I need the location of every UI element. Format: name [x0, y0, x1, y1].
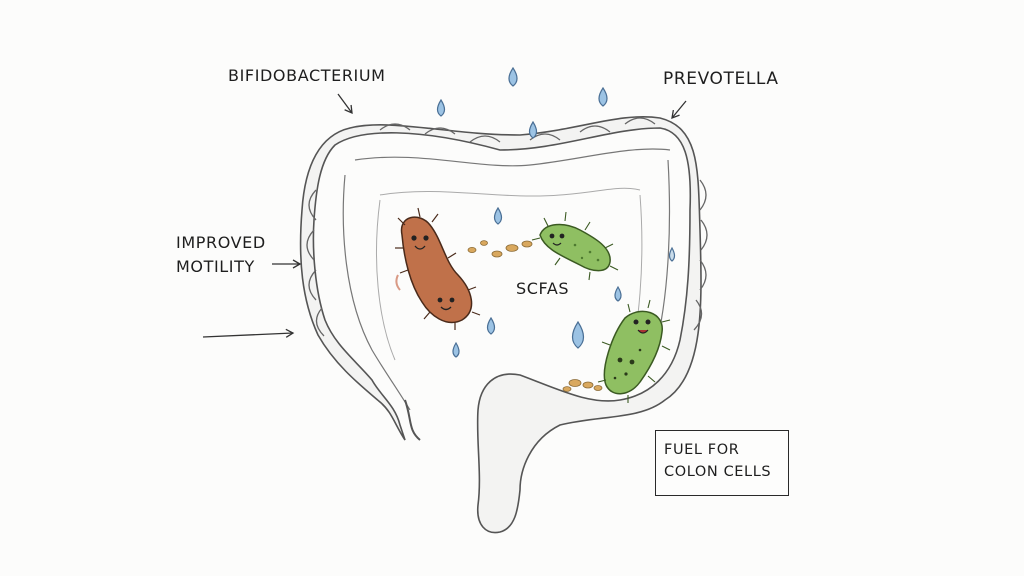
prevotella-bacterium-icon — [531, 211, 619, 281]
improved-motility-line1: IMPROVED — [176, 233, 266, 252]
fuel-for-colon-cells-box: FUEL FOR COLON CELLS — [655, 430, 789, 496]
scfas-label: SCFAS — [516, 279, 570, 298]
fuel-line1: FUEL FOR — [664, 442, 740, 458]
bifidobacterium-label: BIFIDOBACTERIUM — [228, 66, 386, 85]
prevotella-label: PREVOTELLA — [663, 69, 779, 89]
prevotella-bacterium-icon — [597, 299, 671, 403]
improved-motility-line2: MOTILITY — [176, 257, 255, 276]
improved-motility-label: IMPROVED MOTILITY — [176, 231, 266, 279]
colon-icon — [299, 116, 708, 534]
bifidobacterium-bacterium-icon — [395, 207, 481, 330]
arrow-icon — [202, 93, 687, 338]
scfa-particle-icon — [467, 240, 603, 392]
fuel-line2: COLON CELLS — [664, 464, 772, 480]
water-droplet-icon — [436, 66, 676, 358]
